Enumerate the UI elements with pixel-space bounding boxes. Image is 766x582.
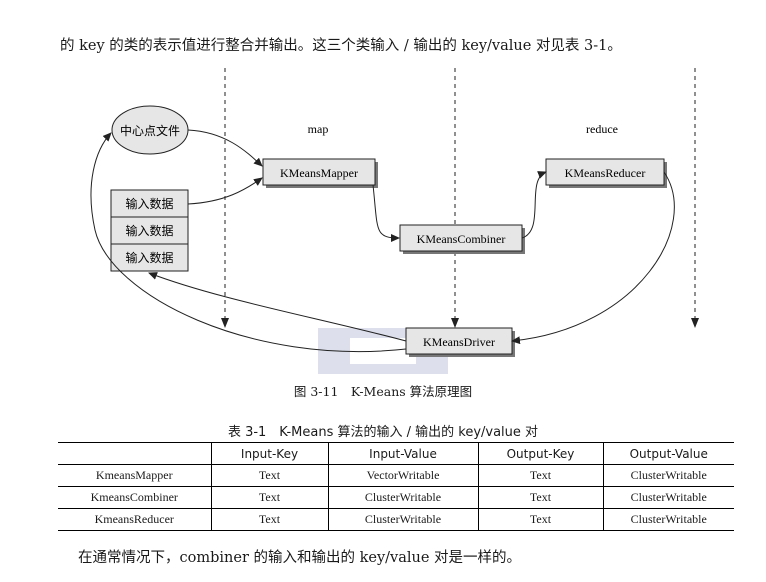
table-cell: ClusterWritable [602,508,734,531]
arrow-driver-to-input [148,272,407,342]
input-data-box [110,189,189,218]
input-data-label: 输入数据 [125,223,173,238]
table-cell: ClusterWritable [602,464,734,487]
table-header-cell: Output-Key [477,442,603,465]
reducer-node: KMeansReducer [545,158,667,188]
phase-separators [224,68,696,318]
table-cell: ClusterWritable [327,486,478,509]
kv-table: Input-Key Input-Value Output-Key Output-… [58,442,734,531]
arrow-centerfile-to-mapper [187,129,263,167]
table-header-cell [58,442,211,465]
table-cell: Text [477,508,603,531]
figure-caption: 图 3-11 K-Means 算法原理图 [293,384,473,399]
outro-paragraph: 在通常情况下，combiner 的输入和输出的 key/value 对是一样的。 [78,550,522,566]
table-caption: 表 3-1 K-Means 算法的输入 / 输出的 key/value 对 [227,425,539,440]
arrow-mapper-to-combiner [372,184,400,242]
kmeans-diagram: map reduce 中心点文件 输入数据 输入数据 输入数据 KMeansMa… [90,68,699,374]
mapper-label: KMeansMapper [280,166,358,180]
table-cell: Text [477,486,603,509]
driver-node: KMeansDriver [405,327,515,357]
table-row: KmeansMapper Text VectorWritable Text Cl… [58,464,734,487]
arrow-combiner-to-reducer [521,171,547,239]
input-data-box [110,243,189,272]
combiner-label: KMeansCombiner [417,232,506,246]
table-header-cell: Output-Value [602,442,734,465]
driver-label: KMeansDriver [423,335,495,349]
phase-label-reduce: reduce [586,122,618,136]
table-cell: Text [210,508,328,531]
table-cell: KmeansMapper [58,464,211,487]
table-cell: Text [210,486,328,509]
arrow-driver-to-centerfile [90,132,407,353]
flow-arrows [90,129,675,353]
combiner-node: KMeansCombiner [399,224,525,254]
table-cell: KmeansReducer [58,508,211,531]
table-cell: ClusterWritable [327,508,478,531]
table-row: KmeansReducer Text ClusterWritable Text … [58,508,734,531]
center-file-label: 中心点文件 [120,123,180,138]
table-row: KmeansCombiner Text ClusterWritable Text… [58,486,734,509]
intro-paragraph: 的 key 的类的表示值进行整合并输出。这三个类输入 / 输出的 key/val… [60,38,622,54]
input-data-box [110,216,189,245]
arrow-input-to-mapper [187,177,263,205]
table-cell: Text [477,464,603,487]
mapper-node: KMeansMapper [262,158,378,188]
input-data-label: 输入数据 [125,196,173,211]
table-cell: KmeansCombiner [58,486,211,509]
table-header-cell: Input-Key [210,442,328,465]
separator-arrowheads [221,318,699,328]
table-cell: ClusterWritable [602,486,734,509]
input-data-stack: 输入数据 输入数据 输入数据 [110,189,189,272]
table-cell: Text [210,464,328,487]
phase-label-map: map [308,122,329,136]
table-cell: VectorWritable [327,464,478,487]
table-header-row: Input-Key Input-Value Output-Key Output-… [58,442,734,465]
reducer-label: KMeansReducer [565,166,646,180]
input-data-label: 输入数据 [125,250,173,265]
arrow-reducer-to-driver [511,171,675,345]
table-header-cell: Input-Value [327,442,478,465]
